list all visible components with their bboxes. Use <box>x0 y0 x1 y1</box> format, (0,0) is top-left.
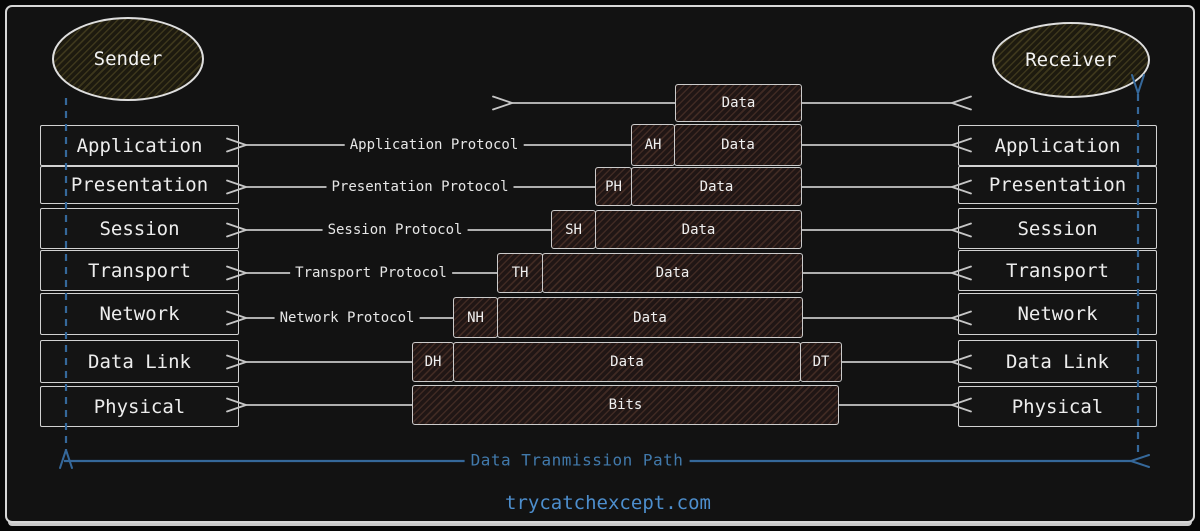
site-watermark: trycatchexcept.com <box>505 492 711 514</box>
right-layer-session: Session <box>958 208 1157 249</box>
right-layer-datalink: Data Link <box>958 340 1157 383</box>
left-layer-session: Session <box>40 208 239 249</box>
left-layer-presentation: Presentation <box>40 166 239 204</box>
stack-row2-data: Data <box>674 124 802 166</box>
sender-ellipse: Sender <box>52 17 204 101</box>
label-session-protocol: Session Protocol <box>322 222 468 238</box>
stack-row7-dh: DH <box>412 342 454 382</box>
label-presentation-protocol: Presentation Protocol <box>326 179 514 195</box>
left-layer-datalink: Data Link <box>40 340 239 383</box>
stack-row5-data: Data <box>542 253 803 293</box>
right-layer-network: Network <box>958 293 1157 335</box>
right-layer-transport: Transport <box>958 250 1157 291</box>
left-layer-application: Application <box>40 125 239 166</box>
stack-row3-data: Data <box>631 167 802 206</box>
stack-row6-data: Data <box>497 297 803 338</box>
right-layer-physical: Physical <box>958 386 1157 427</box>
right-layer-presentation: Presentation <box>958 166 1157 204</box>
stack-row2-ah: AH <box>631 124 675 166</box>
label-transport-protocol: Transport Protocol <box>290 265 452 281</box>
left-layer-transport: Transport <box>40 250 239 291</box>
data-transmission-path-label: Data Tranmission Path <box>464 450 690 470</box>
label-network-protocol: Network Protocol <box>274 310 420 326</box>
stack-row6-nh: NH <box>453 297 498 338</box>
left-layer-network: Network <box>40 293 239 335</box>
right-layer-application: Application <box>958 125 1157 166</box>
left-layer-physical: Physical <box>40 386 239 427</box>
stack-row7-dt: DT <box>800 342 842 382</box>
stack-row1-data: Data <box>675 84 802 122</box>
stack-row5-th: TH <box>497 253 543 293</box>
stack-row3-ph: PH <box>595 167 632 206</box>
stack-row7-data: Data <box>453 342 801 382</box>
stack-row4-data: Data <box>595 210 802 249</box>
label-application-protocol: Application Protocol <box>344 137 524 153</box>
receiver-ellipse: Receiver <box>992 22 1150 98</box>
stack-row8-bits: Bits <box>412 385 839 425</box>
stack-row4-sh: SH <box>551 210 596 249</box>
